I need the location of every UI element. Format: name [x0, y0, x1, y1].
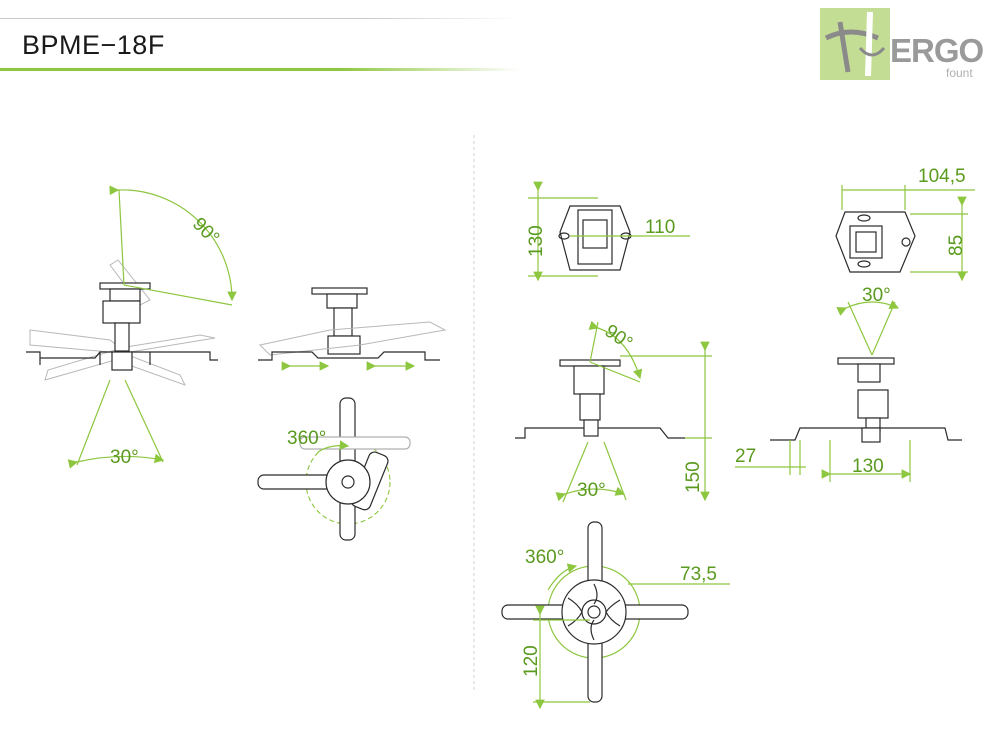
logo-subword: fount: [946, 66, 973, 80]
plate-height-label: 130: [526, 225, 547, 257]
swivel-left-label: 30°: [110, 447, 139, 468]
ceiling-plate-front: 130 110: [526, 181, 690, 282]
hub-radius-label: 73,5: [680, 564, 717, 585]
swivel-right-label: 30°: [862, 285, 891, 306]
tilt-left-label: 90°: [188, 214, 223, 249]
arm-offset-label: 27: [735, 446, 756, 467]
side-view-right: 30° 27 130: [735, 285, 962, 482]
ceiling-plate-top-right: 104,5 85: [835, 166, 975, 282]
title-top-rule: [0, 18, 520, 19]
side-view-tilt-left: 90° 30°: [26, 185, 237, 469]
logo-swoosh-icon: [824, 11, 886, 77]
rotation-left-label: 360°: [287, 428, 326, 449]
rotation-center-label: 360°: [525, 547, 564, 568]
side-view-center: 90° 150 30°: [515, 321, 712, 503]
drop-height-label: 150: [683, 461, 704, 493]
arm-width-label: 130: [852, 456, 884, 477]
plate2-width-label: 104,5: [918, 166, 966, 187]
side-view-extension: [258, 287, 447, 371]
arm-length-label: 120: [521, 645, 542, 677]
logo-mark-box: [820, 8, 890, 80]
swivel-center-label: 30°: [577, 480, 606, 501]
page-title: BPME−18F: [22, 30, 165, 60]
tilt-center-label: 90°: [601, 321, 637, 355]
plan-view-rotation-center: 360° 73,5 120: [501, 521, 730, 710]
plate2-height-label: 85: [946, 235, 967, 256]
plan-view-rotation-left: 360°: [257, 397, 411, 541]
title-underline: [0, 68, 520, 71]
ergofount-logo: ERGO fount: [820, 8, 990, 83]
plate-width-label: 110: [645, 217, 675, 238]
logo-wordmark: ERGO: [890, 32, 984, 69]
